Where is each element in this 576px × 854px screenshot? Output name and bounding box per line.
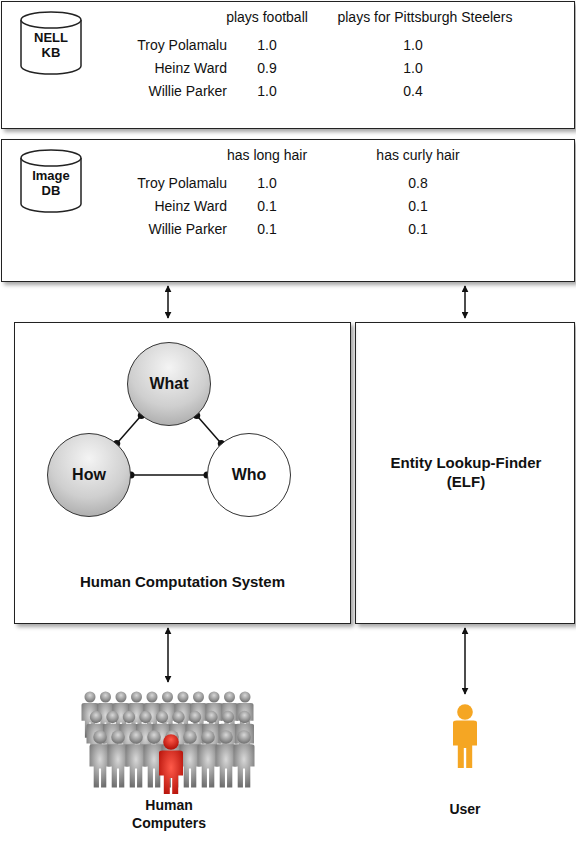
node-label: Human Computers: [114, 796, 224, 832]
column-header: plays football: [226, 9, 308, 25]
table-cell: Troy Polamalu: [137, 37, 227, 53]
table-cell: 1.0: [257, 83, 276, 99]
table-cell: 0.1: [408, 221, 427, 237]
node-label: Who: [232, 466, 267, 484]
connector: [168, 628, 169, 682]
concept-circle: Who: [207, 433, 291, 517]
table-cell: Heinz Ward: [154, 198, 227, 214]
node-label: Image DB: [23, 168, 79, 198]
table-cell: 1.0: [257, 37, 276, 53]
connector: [128, 472, 211, 479]
node-label: How: [72, 466, 106, 484]
table-cell: 0.1: [257, 198, 276, 214]
table-cell: Willie Parker: [148, 83, 227, 99]
column-header: has long hair: [227, 147, 307, 163]
module-box: Entity Lookup-Finder (ELF): [355, 322, 575, 624]
system-box: Human Computation System WhatHow Who: [14, 322, 351, 624]
table-cell: Heinz Ward: [154, 60, 227, 76]
node-label: User: [415, 801, 515, 817]
crowd-illustration: [78, 684, 260, 794]
connector: [193, 412, 225, 447]
node-label: Human Computation System: [15, 573, 350, 590]
crowd-figure: Human Computers: [78, 684, 260, 844]
table-cell: 0.1: [408, 198, 427, 214]
table-cell: 0.9: [257, 60, 276, 76]
connector: [168, 286, 169, 318]
table-cell: 1.0: [257, 175, 276, 191]
user-illustration: [415, 698, 515, 768]
concept-circle: What: [127, 342, 211, 426]
connector: [113, 412, 145, 447]
node-label: NELL KB: [23, 30, 79, 60]
table-cell: 1.0: [403, 60, 422, 76]
table-cell: Troy Polamalu: [137, 175, 227, 191]
table-cell: 1.0: [403, 37, 422, 53]
concept-circle: How: [47, 433, 131, 517]
node-label: Entity Lookup-Finder (ELF): [371, 453, 561, 491]
table-cell: 0.1: [257, 221, 276, 237]
table-cell: 0.4: [403, 83, 422, 99]
table-cell: 0.8: [408, 175, 427, 191]
node-label: What: [149, 375, 188, 393]
column-header: has curly hair: [376, 147, 459, 163]
connector: [465, 286, 466, 318]
column-header: plays for Pittsburgh Steelers: [337, 9, 512, 25]
connector: [465, 628, 466, 694]
table-cell: Willie Parker: [148, 221, 227, 237]
user-figure: User: [415, 698, 515, 828]
